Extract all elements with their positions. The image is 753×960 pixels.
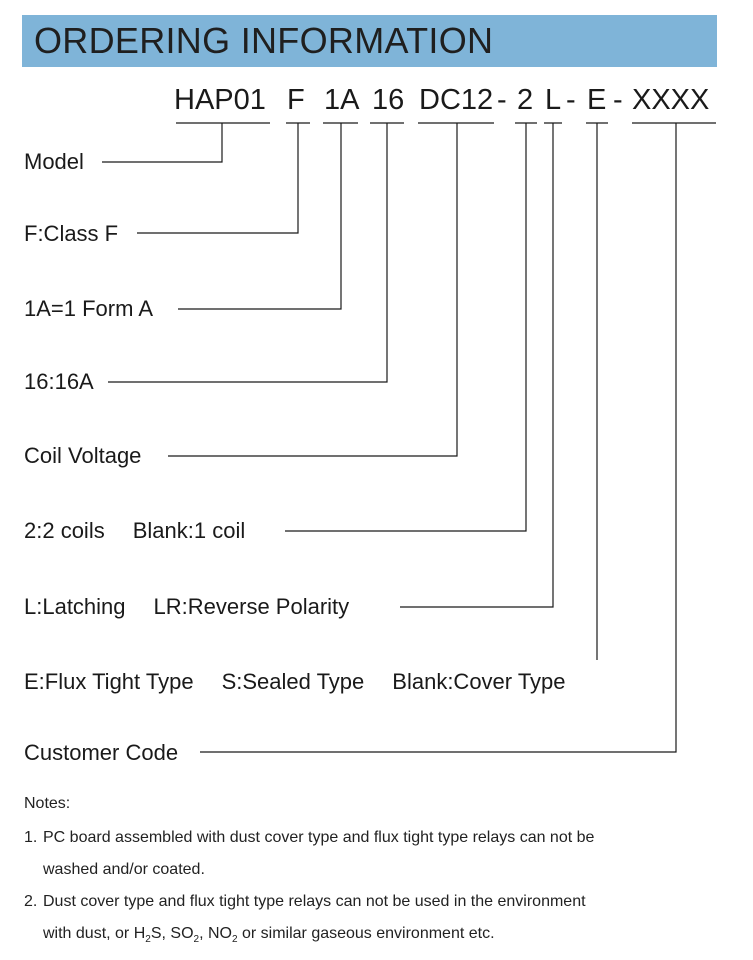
- code-segment-contact: 1A: [324, 84, 360, 116]
- leader-class: [137, 123, 299, 234]
- code-segment-class: F: [287, 84, 305, 116]
- note-2-line-2: with dust, or H2S, SO2, NO2 or similar g…: [43, 925, 495, 946]
- note-2-number: 2.: [24, 893, 38, 910]
- label-coil-voltage: Coil Voltage: [24, 443, 142, 468]
- note-1-line-1: PC board assembled with dust cover type …: [43, 829, 595, 846]
- label-contact: 1A=1 Form A: [24, 296, 154, 321]
- leader-contact: [178, 123, 342, 310]
- label-latching: L:Latching LR:Reverse Polarity: [24, 594, 349, 620]
- code-segment-coil-voltage: DC12: [419, 84, 494, 116]
- label-type-s: S:Sealed Type: [221, 669, 365, 694]
- leader-coils: [285, 123, 527, 532]
- code-segment-coils: 2: [517, 84, 534, 116]
- code-separator: -: [497, 84, 507, 116]
- code-separator: -: [566, 84, 576, 116]
- label-type-e: E:Flux Tight Type: [24, 669, 194, 694]
- label-type-blank: Blank:Cover Type: [392, 669, 566, 694]
- label-current: 16:16A: [24, 369, 94, 394]
- note-1-number: 1.: [24, 829, 38, 846]
- leader-latching: [400, 123, 554, 608]
- code-separator: -: [613, 84, 623, 116]
- note-2: 2. Dust cover type and flux tight type r…: [24, 886, 724, 956]
- title-banner: ORDERING INFORMATION: [22, 15, 717, 67]
- note-2-line-1: Dust cover type and flux tight type rela…: [43, 893, 586, 910]
- label-coils-two: 2:2 coils: [24, 518, 105, 543]
- code-segment-latching: L: [545, 84, 562, 116]
- code-segment-current: 16: [372, 84, 405, 116]
- label-latching-l: L:Latching: [24, 594, 126, 619]
- page-title: ORDERING INFORMATION: [34, 20, 494, 61]
- leader-customer: [200, 123, 677, 753]
- leader-model: [102, 123, 223, 163]
- notes-heading: Notes:: [24, 795, 71, 812]
- label-latching-lr: LR:Reverse Polarity: [153, 594, 350, 619]
- label-coils: 2:2 coils Blank:1 coil: [24, 518, 245, 544]
- label-type: E:Flux Tight Type S:Sealed Type Blank:Cove…: [24, 669, 566, 695]
- label-customer-code: Customer Code: [24, 740, 179, 765]
- leader-current: [108, 123, 388, 383]
- label-class: F:Class F: [24, 221, 119, 246]
- note-1-line-2: washed and/or coated.: [43, 861, 205, 878]
- label-coils-blank: Blank:1 coil: [132, 518, 246, 543]
- leader-coil-voltage: [168, 123, 458, 457]
- label-model: Model: [24, 149, 84, 174]
- code-segment-model: HAP01: [174, 84, 266, 116]
- code-segment-type: E: [587, 84, 607, 116]
- code-segment-customer: XXXX: [632, 84, 710, 116]
- note-1: 1. PC board assembled with dust cover ty…: [24, 822, 724, 886]
